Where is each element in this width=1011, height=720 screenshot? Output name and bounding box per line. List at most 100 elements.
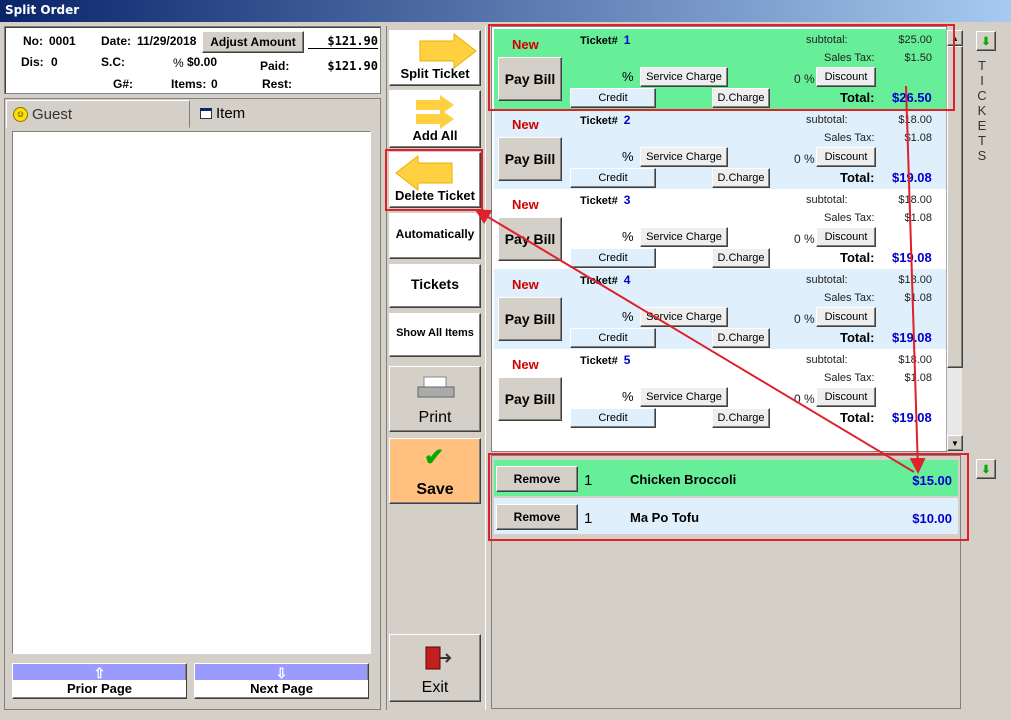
sc-label: S.C:: [101, 55, 125, 69]
next-page-button[interactable]: ⇩ Next Page: [194, 663, 369, 699]
vertical-letter: C: [977, 88, 987, 103]
service-charge-button[interactable]: Service Charge: [640, 307, 728, 327]
tickets-scrollbar[interactable]: ▲ ▼: [946, 30, 963, 451]
save-button[interactable]: ✔ Save: [389, 438, 481, 504]
discount-button[interactable]: Discount: [816, 307, 876, 327]
exit-door-icon: [425, 646, 452, 670]
tab-guest[interactable]: ☺ Guest: [6, 100, 190, 128]
item-row: Remove 1 Chicken Broccoli $15.00: [494, 460, 958, 496]
item-price: $15.00: [912, 473, 952, 488]
service-charge-pct: %: [622, 229, 634, 244]
green-down-arrow-icon: ⬇: [981, 35, 991, 48]
d-charge-button[interactable]: D.Charge: [712, 168, 770, 188]
scroll-thumb[interactable]: [947, 46, 963, 368]
ticket-new-badge: New: [512, 37, 539, 52]
sales-tax-label: Sales Tax:: [824, 132, 875, 144]
add-all-button[interactable]: Add All: [389, 90, 481, 148]
item-name: Ma Po Tofu: [630, 510, 700, 525]
dis-label: Dis:: [21, 55, 44, 69]
item-qty: 1: [584, 472, 593, 489]
credit-button[interactable]: Credit: [570, 88, 656, 108]
subtotal-value: $25.00: [898, 34, 932, 46]
print-button[interactable]: Print: [389, 366, 481, 432]
service-charge-pct: %: [622, 309, 634, 324]
subtotal-label: subtotal:: [806, 274, 848, 286]
discount-button[interactable]: Discount: [816, 147, 876, 167]
items-label: Items:: [171, 77, 207, 91]
prior-page-button[interactable]: ⇧ Prior Page: [12, 663, 187, 699]
split-ticket-label: Split Ticket: [400, 66, 470, 81]
tickets-list: New Pay Bill Ticket#1 subtotal: $25.00 S…: [491, 26, 948, 452]
subtotal-label: subtotal:: [806, 34, 848, 46]
delete-ticket-label: Delete Ticket: [395, 188, 475, 203]
total-label: Total:: [840, 250, 875, 265]
scroll-down-arrow[interactable]: ▼: [947, 435, 963, 451]
items-toggle-button[interactable]: ⬇: [976, 459, 996, 479]
d-charge-button[interactable]: D.Charge: [712, 88, 770, 108]
guest-list[interactable]: [12, 131, 371, 654]
total-value: $19.08: [892, 250, 932, 265]
d-charge-button[interactable]: D.Charge: [712, 248, 770, 268]
discount-button[interactable]: Discount: [816, 227, 876, 247]
subtotal-label: subtotal:: [806, 354, 848, 366]
tab-item-label: Item: [216, 104, 246, 122]
split-ticket-button[interactable]: Split Ticket: [389, 30, 481, 86]
vertical-letter: S: [977, 148, 987, 163]
credit-button[interactable]: Credit: [570, 408, 656, 428]
items-value: 0: [211, 77, 218, 91]
adjust-amount-button[interactable]: Adjust Amount: [202, 31, 304, 53]
exit-button[interactable]: Exit: [389, 634, 481, 702]
pay-bill-button[interactable]: Pay Bill: [498, 377, 562, 421]
order-no-label: No:: [23, 34, 43, 48]
service-charge-button[interactable]: Service Charge: [640, 227, 728, 247]
remove-button[interactable]: Remove: [496, 504, 578, 530]
pay-bill-button[interactable]: Pay Bill: [498, 57, 562, 101]
credit-button[interactable]: Credit: [570, 248, 656, 268]
discount-button[interactable]: Discount: [816, 67, 876, 87]
tickets-toggle-button[interactable]: ⬇: [976, 31, 996, 51]
tickets-button[interactable]: Tickets: [389, 264, 481, 308]
service-charge-button[interactable]: Service Charge: [640, 387, 728, 407]
vertical-letter: E: [977, 118, 987, 133]
discount-button[interactable]: Discount: [816, 387, 876, 407]
item-row: Remove 1 Ma Po Tofu $10.00: [494, 498, 958, 534]
ticket-number: Ticket#2: [580, 113, 631, 127]
service-charge-button[interactable]: Service Charge: [640, 147, 728, 167]
arrow-up-icon: ⇧: [93, 664, 106, 681]
ticket-row: New Pay Bill Ticket#1 subtotal: $25.00 S…: [494, 29, 948, 109]
discount-pct: 0 %: [794, 312, 815, 326]
d-charge-button[interactable]: D.Charge: [712, 408, 770, 428]
ticket-items-list: Remove 1 Chicken Broccoli $15.00 Remove …: [491, 455, 961, 709]
add-all-label: Add All: [412, 128, 458, 143]
paid-label: Paid:: [260, 59, 290, 73]
sc-percent: %: [173, 56, 184, 70]
pay-bill-button[interactable]: Pay Bill: [498, 217, 562, 261]
credit-button[interactable]: Credit: [570, 168, 656, 188]
total-amount: $121.90: [308, 34, 378, 49]
delete-ticket-button[interactable]: Delete Ticket: [389, 152, 481, 208]
item-price: $10.00: [912, 511, 952, 526]
pay-bill-button[interactable]: Pay Bill: [498, 137, 562, 181]
total-label: Total:: [840, 410, 875, 425]
pay-bill-button[interactable]: Pay Bill: [498, 297, 562, 341]
ticket-row: New Pay Bill Ticket#2 subtotal: $18.00 S…: [494, 109, 948, 189]
sales-tax-label: Sales Tax:: [824, 292, 875, 304]
discount-pct: 0 %: [794, 392, 815, 406]
credit-button[interactable]: Credit: [570, 328, 656, 348]
order-info-panel: No: 0001 Date: 11/29/2018 Adjust Amount …: [4, 26, 381, 94]
subtotal-value: $18.00: [898, 354, 932, 366]
show-all-items-button[interactable]: Show All Items: [389, 313, 481, 357]
tab-item[interactable]: Item: [192, 100, 380, 126]
remove-button[interactable]: Remove: [496, 466, 578, 492]
green-down-arrow-icon: ⬇: [981, 463, 991, 476]
total-value: $19.08: [892, 410, 932, 425]
dis-value: 0: [51, 55, 58, 69]
scroll-up-arrow[interactable]: ▲: [947, 30, 963, 46]
ticket-row: New Pay Bill Ticket#5 subtotal: $18.00 S…: [494, 349, 948, 429]
ticket-new-badge: New: [512, 357, 539, 372]
arrow-right-icon: [419, 33, 477, 69]
automatically-button[interactable]: Automatically: [389, 213, 481, 259]
d-charge-button[interactable]: D.Charge: [712, 328, 770, 348]
service-charge-button[interactable]: Service Charge: [640, 67, 728, 87]
print-label: Print: [418, 409, 452, 426]
